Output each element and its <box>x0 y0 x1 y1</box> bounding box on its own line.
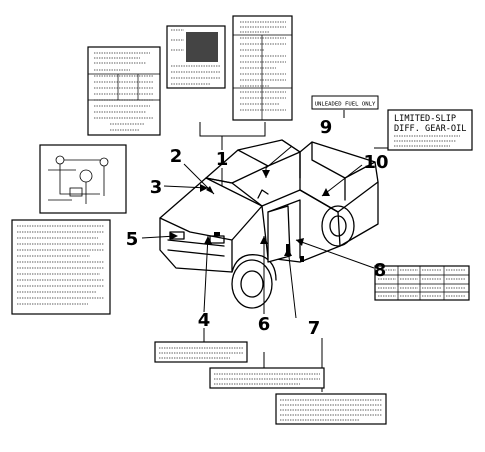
caution-label-left <box>11 219 111 315</box>
door-label-7 <box>275 393 387 425</box>
callout-8: 8 <box>374 260 387 281</box>
diff-oil-line2: DIFF. GEAR-OIL <box>394 124 466 134</box>
callout-7: 7 <box>308 318 321 339</box>
callout-10: 10 <box>363 152 388 173</box>
diff-oil-label: LIMITED-SLIP DIFF. GEAR-OIL <box>387 109 473 151</box>
diff-oil-line1: LIMITED-SLIP <box>394 114 456 124</box>
callout-6: 6 <box>258 314 271 335</box>
callout-2: 2 <box>170 146 183 167</box>
radiator-label <box>154 341 248 363</box>
vacuum-diagram-label <box>39 144 127 214</box>
emission-label-large <box>232 15 293 121</box>
vacuum-hose-label <box>166 25 226 89</box>
label-location-marks <box>214 232 304 262</box>
callout-4: 4 <box>198 310 211 331</box>
tire-pressure-label <box>374 265 470 301</box>
callout-1: 1 <box>216 149 229 170</box>
callout-3: 3 <box>150 177 163 198</box>
fuel-label: UNLEADED FUEL ONLY <box>311 95 379 110</box>
callout-9: 9 <box>320 117 333 138</box>
fuel-label-text: UNLEADED FUEL ONLY <box>315 102 376 108</box>
callout-5: 5 <box>126 229 139 250</box>
arrow-heads <box>170 170 330 256</box>
pickup-truck-illustration <box>159 139 379 309</box>
callout-numbers: 1 2 3 4 5 6 7 8 9 10 <box>126 117 389 339</box>
door-label-6 <box>209 367 325 389</box>
engine-spec-label <box>87 46 161 136</box>
